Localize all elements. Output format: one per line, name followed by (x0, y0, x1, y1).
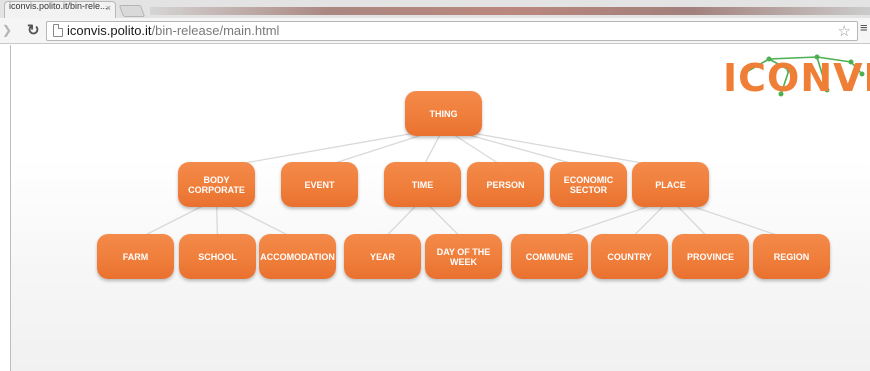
node-label: PLACE (655, 179, 686, 190)
logo-text: ICONVIS (723, 56, 870, 100)
star-icon[interactable]: ☆ (837, 23, 851, 40)
tree-edge (443, 127, 671, 169)
node-label: TIME (411, 179, 434, 190)
node-thing[interactable]: THING (405, 91, 482, 136)
node-label: COUNTRY (607, 251, 652, 262)
node-day-of-the-week[interactable]: DAY OF THE WEEK (425, 234, 502, 279)
node-school[interactable]: SCHOOL (179, 234, 256, 279)
tab-strip-background (150, 7, 870, 15)
browser-toolbar: ❯ ↻ iconvis.polito.it/bin-release/main.h… (0, 18, 870, 44)
node-commune[interactable]: COMMUNE (511, 234, 588, 279)
forward-icon[interactable]: ❯ (2, 23, 13, 37)
node-label: DAY OF THE WEEK (436, 246, 491, 267)
node-province[interactable]: PROVINCE (672, 234, 749, 279)
node-country[interactable]: COUNTRY (591, 234, 668, 279)
node-label: PROVINCE (686, 251, 734, 262)
url-path: /bin-release/main.html (151, 23, 280, 38)
new-tab-button[interactable] (118, 5, 146, 17)
node-label: REGION (773, 251, 810, 262)
network-graph-icon (740, 54, 865, 97)
url-host: iconvis.polito.it (67, 23, 152, 38)
node-label: BODY CORPORATE (188, 174, 245, 195)
node-label: ACCOMODATION (260, 251, 335, 262)
node-accomodation[interactable]: ACCOMODATION (259, 234, 336, 279)
tree-edge (216, 127, 444, 169)
node-economic-sector[interactable]: ECONOMIC SECTOR (550, 162, 627, 207)
node-year[interactable]: YEAR (344, 234, 421, 279)
page-icon (53, 24, 63, 37)
node-event[interactable]: EVENT (281, 162, 358, 207)
node-label: YEAR (369, 251, 395, 262)
node-body-corporate[interactable]: BODY CORPORATE (178, 162, 255, 207)
node-time[interactable]: TIME (384, 162, 461, 207)
page-content: ICONVIS THING BODY CORPORATE EVENT TIME … (10, 45, 870, 371)
node-label: FARM (122, 251, 149, 262)
node-label: EVENT (304, 179, 335, 190)
address-bar[interactable]: iconvis.polito.it/bin-release/main.html … (46, 21, 858, 41)
node-label: PERSON (486, 179, 525, 190)
close-tab-icon[interactable]: × (105, 3, 111, 13)
node-label: THING (429, 108, 458, 119)
node-label: COMMUNE (525, 251, 574, 262)
node-place[interactable]: PLACE (632, 162, 709, 207)
node-label: SCHOOL (198, 251, 237, 262)
browser-tab[interactable]: iconvis.polito.it/bin-rele... × (4, 1, 116, 18)
node-farm[interactable]: FARM (97, 234, 174, 279)
hamburger-menu-icon[interactable]: ≡ (860, 20, 868, 35)
reload-icon[interactable]: ↻ (27, 22, 40, 39)
tab-title: iconvis.polito.it/bin-rele... (9, 1, 108, 11)
tab-strip: iconvis.polito.it/bin-rele... × (0, 0, 870, 18)
url-text[interactable]: iconvis.polito.it/bin-release/main.html (67, 23, 279, 39)
node-label: ECONOMIC SECTOR (563, 174, 614, 195)
iconvis-logo: ICONVIS (719, 50, 870, 100)
node-person[interactable]: PERSON (467, 162, 544, 207)
node-region[interactable]: REGION (753, 234, 830, 279)
